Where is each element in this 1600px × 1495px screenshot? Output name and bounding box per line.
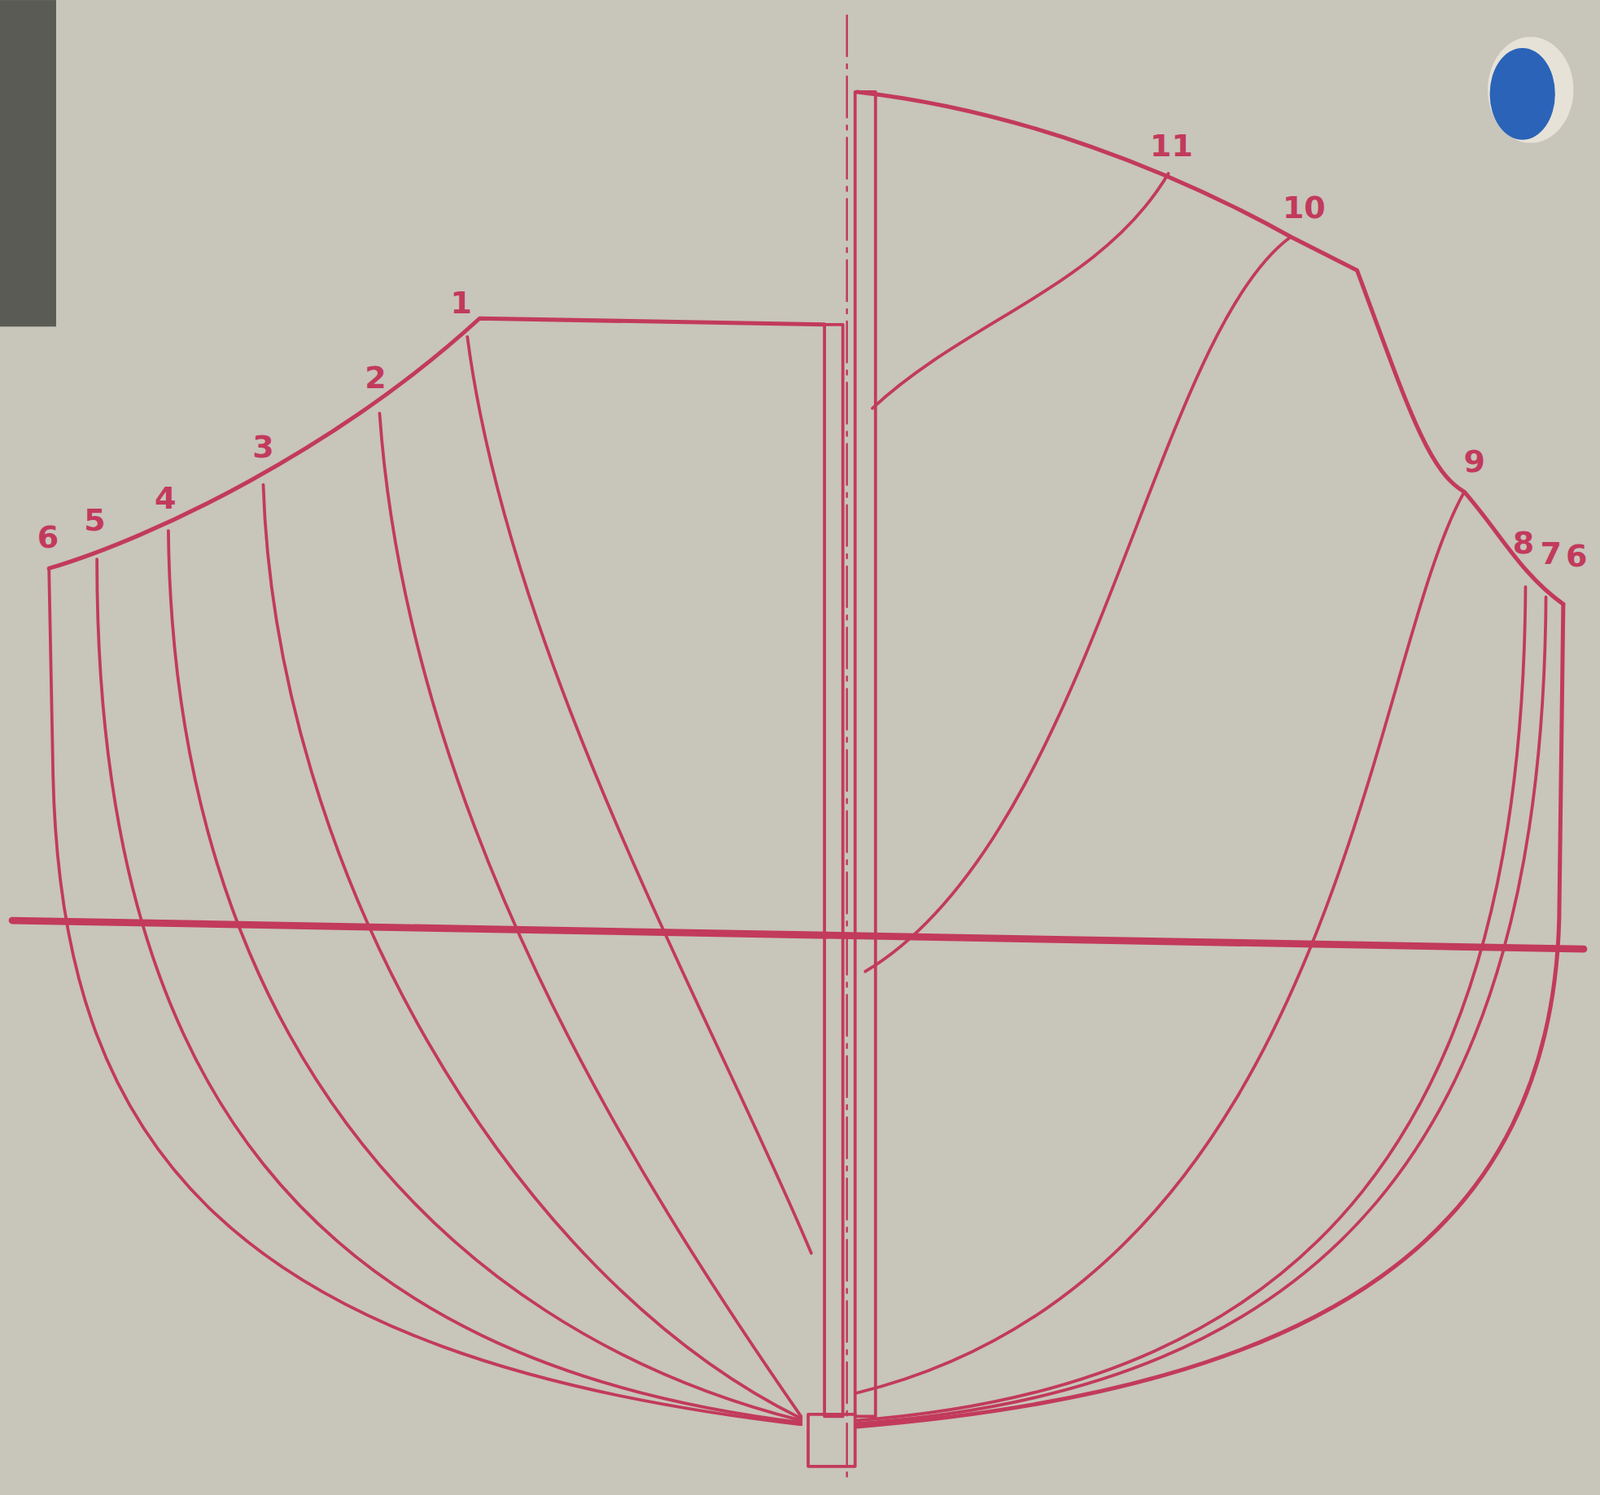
section-line [872, 173, 1169, 408]
dark-strip [0, 0, 57, 327]
section-line [262, 485, 801, 1419]
stern-post [824, 324, 844, 1417]
sheer-line [48, 318, 825, 569]
station-number: 2 [364, 362, 386, 394]
centerline [845, 15, 849, 1477]
station-number: 4 [154, 482, 176, 514]
section-line [379, 413, 801, 1417]
station-number: 7 [1540, 537, 1562, 569]
station-number: 6 [1565, 540, 1587, 572]
section-line [856, 597, 1546, 1425]
station-number: 9 [1464, 445, 1486, 477]
section-line [467, 336, 812, 1254]
punch-hole [1490, 48, 1556, 140]
section-line [48, 568, 801, 1425]
punch-hole-rim [1487, 36, 1574, 143]
section-line [865, 236, 1291, 972]
waterline [12, 920, 1584, 949]
section-line [856, 491, 1465, 1393]
station-number: 6 [37, 521, 59, 553]
station-number: 1 [450, 287, 472, 319]
section-line [856, 586, 1526, 1421]
station-number: 8 [1512, 527, 1535, 559]
section-line [96, 559, 801, 1423]
station-number: 5 [83, 504, 105, 536]
station-number: 11 [1149, 130, 1194, 162]
section-line [168, 530, 801, 1421]
keel [808, 1414, 856, 1467]
stem-post [855, 91, 876, 1417]
station-number: 10 [1282, 192, 1326, 223]
section-line [856, 603, 1564, 1427]
station-number: 3 [252, 431, 274, 463]
